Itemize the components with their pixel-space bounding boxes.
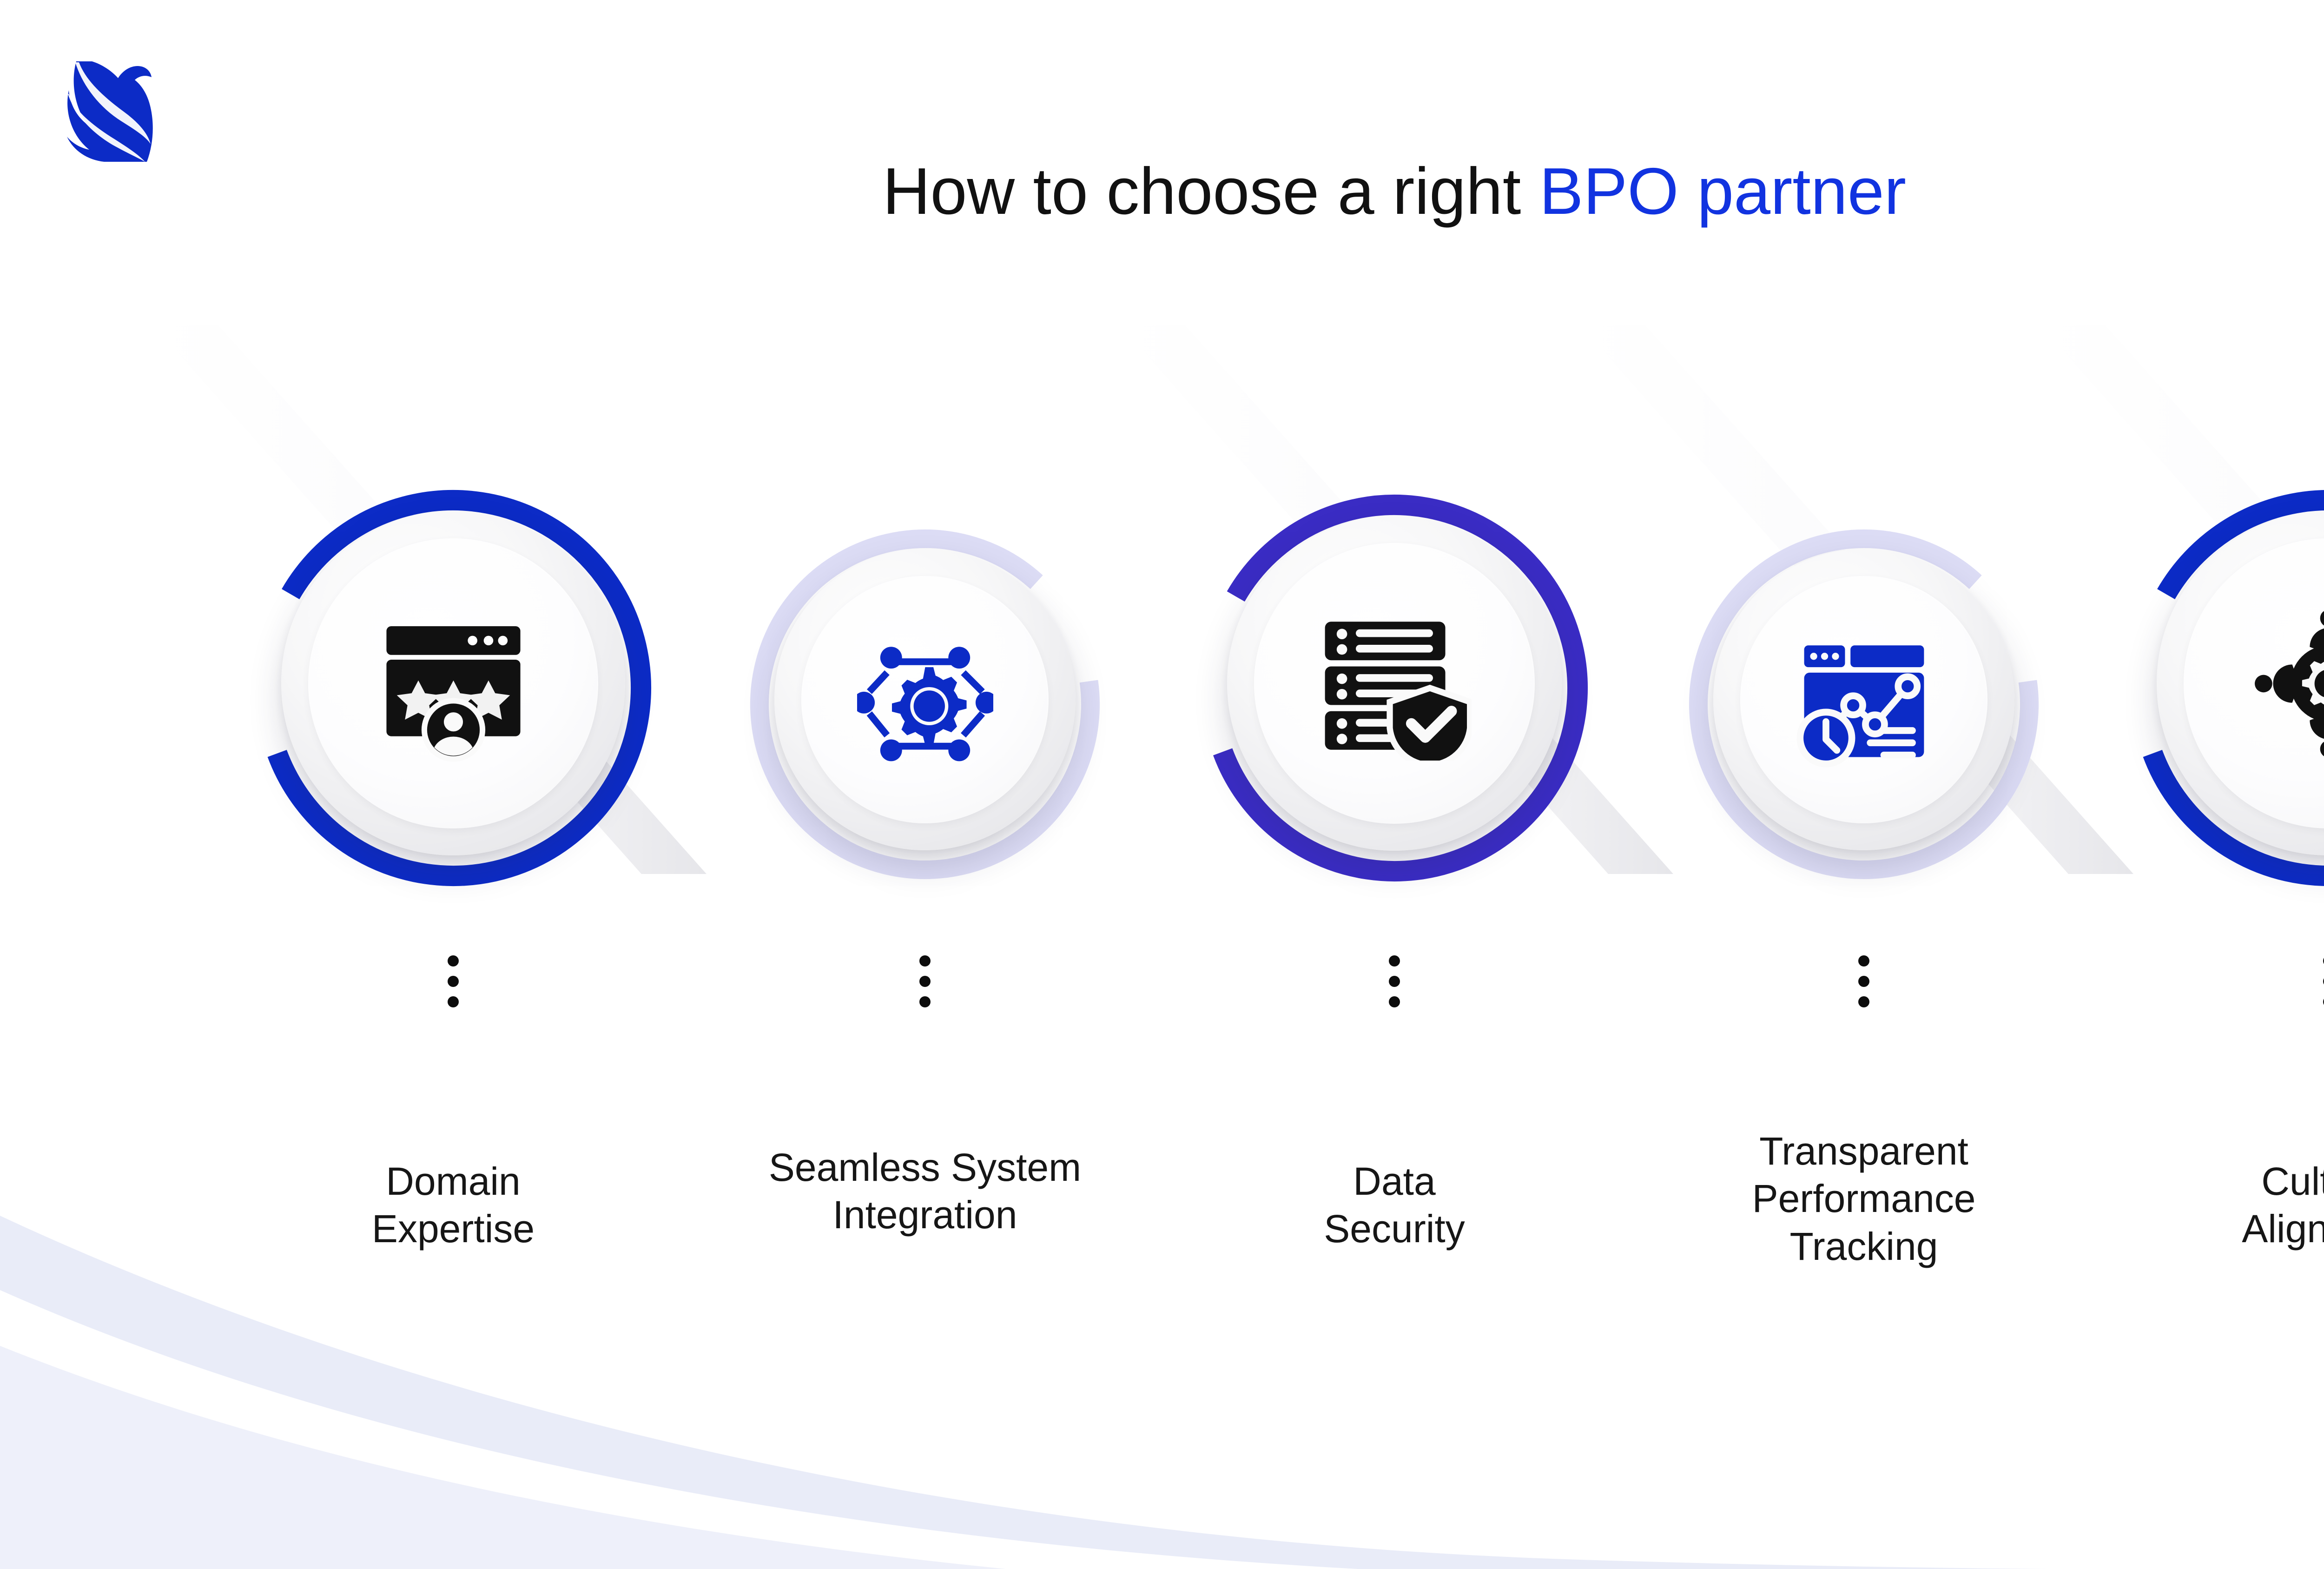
connector-dot: [1858, 955, 1869, 967]
network-gear-hexagon-icon: [857, 646, 993, 761]
three-dots-vertical-icon: [448, 955, 459, 1007]
step-badge-2[interactable]: [748, 528, 1102, 881]
connector-dot: [2323, 955, 2324, 967]
connector-dot: [1858, 996, 1869, 1007]
connector-dot: [919, 976, 931, 987]
page-title-plain: How to choose a right: [882, 154, 1539, 228]
connector-dot: [2323, 996, 2324, 1007]
step-label-line: Performance: [1752, 1177, 1976, 1221]
three-dots-vertical-icon: [2323, 955, 2324, 1007]
connector-dot: [1389, 996, 1400, 1007]
badge-inner-disc: [801, 576, 1049, 823]
connector-dot: [919, 996, 931, 1007]
badge-ring-arc: [750, 530, 1100, 879]
step-label-line: Security: [1324, 1207, 1465, 1251]
three-dots-vertical-icon: [919, 955, 931, 1007]
page-title: How to choose a right BPO partner: [0, 153, 2324, 230]
step-label-line: Seamless System: [768, 1145, 1082, 1189]
connector-dot: [1858, 976, 1869, 987]
step-label-line: Cultural: [2261, 1159, 2324, 1203]
connector-dot: [448, 996, 459, 1007]
step-label-5: CulturalAlignment: [2119, 1158, 2324, 1253]
step-label-line: Alignment: [2242, 1207, 2324, 1251]
step-label-line: Tracking: [1789, 1224, 1938, 1268]
step-label-line: Integration: [832, 1193, 1017, 1237]
connector-dot: [448, 955, 459, 967]
connector-dot: [2323, 976, 2324, 987]
page-title-accent: BPO partner: [1539, 154, 1907, 228]
connector-dot: [1389, 955, 1400, 967]
connector-dot: [448, 976, 459, 987]
connector-dot: [1389, 976, 1400, 987]
three-dots-vertical-icon: [1389, 955, 1400, 1007]
step-label-line: Expertise: [371, 1207, 535, 1251]
three-dots-vertical-icon: [1858, 955, 1869, 1007]
eagle-logo-icon[interactable]: [56, 51, 177, 163]
connector-dot: [919, 955, 931, 967]
step-label-line: Data: [1353, 1159, 1436, 1203]
step-label-line: Domain: [386, 1159, 521, 1203]
step-label-line: Transparent: [1759, 1129, 1968, 1173]
